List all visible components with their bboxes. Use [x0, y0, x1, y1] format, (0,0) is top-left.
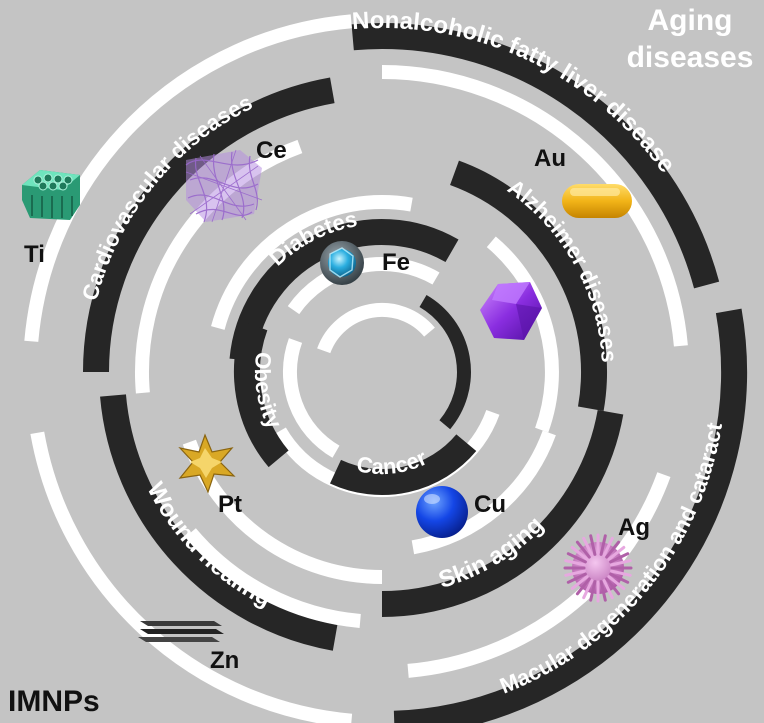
corner-title-diseases: diseases: [627, 41, 754, 74]
ring-segments: [24, 14, 748, 723]
pt-nanostar-icon: [178, 433, 236, 494]
ring-arc-nafld: [351, 23, 720, 289]
ring-arc-r4-white-b: [486, 236, 559, 433]
ag-flower-petal: [609, 552, 630, 564]
ring-arc-alzheimer: [449, 160, 608, 412]
ring-arc-outer-white-a: [24, 14, 352, 342]
zn-nanosheet-icon: [138, 621, 224, 642]
ring-arc-r4-white-a: [211, 195, 413, 330]
ring-arc-skin-aging: [381, 410, 624, 617]
ag-flower-petal: [610, 559, 632, 567]
ag-flower-petal: [566, 572, 587, 584]
ag-flower-petal: [599, 580, 607, 602]
ring-arc-r5-white-b: [185, 528, 361, 628]
ag-flower-petal: [589, 534, 597, 556]
ring-arc-wound: [100, 394, 338, 651]
pt-label: Pt: [218, 491, 242, 518]
ring-arc-r6-white-a: [381, 65, 688, 347]
imnps-label: IMNPs: [8, 685, 100, 718]
ag-label: Ag: [618, 514, 650, 541]
ag-flower-petal: [575, 540, 591, 559]
ag-flower-petal: [602, 579, 614, 600]
ag-flower-petal: [582, 579, 594, 600]
ag-flower-petal: [582, 536, 594, 557]
ring-arc-r4-white-d: [411, 430, 556, 555]
ce-nanostructure-icon: [185, 149, 263, 223]
ag-flower-petal: [564, 569, 586, 577]
ag-flower-petal: [602, 536, 614, 557]
zn-label: Zn: [210, 647, 239, 674]
ring-arc-r6-white-b: [407, 472, 671, 678]
ring-arc-inner-white-a: [317, 302, 435, 354]
ag-flower-petal: [564, 559, 586, 567]
ring-arc-r3-obesity: [233, 321, 289, 468]
ring-arc-cardio: [83, 77, 335, 373]
ti-label: Ti: [24, 241, 45, 268]
ring-arc-inner-dark-a: [419, 294, 471, 430]
ag-flower-petal: [570, 545, 589, 561]
ring-arc-inner-white-b: [282, 338, 340, 458]
ag-flower-petal: [605, 540, 621, 559]
ring-arc-r2-white-b: [287, 257, 440, 315]
ti-nanostructure-icon: [22, 170, 80, 220]
cu-label: Cu: [474, 491, 506, 518]
fe-core-shell-icon: [320, 241, 364, 285]
ag-flower-petal: [575, 577, 591, 596]
ag-flower-petal: [607, 575, 626, 591]
ag-flower-petal: [570, 575, 589, 591]
corner-title-aging: Aging: [648, 4, 733, 37]
ag-flower-petal: [610, 569, 632, 577]
ag-flower-petal: [607, 545, 626, 561]
ag-flower-petal: [589, 580, 597, 602]
ring-arc-macular: [393, 308, 748, 723]
ag-flower-petal: [599, 534, 607, 556]
cu-sphere-icon: [416, 486, 468, 538]
alzheimer-polyhedron-icon: [480, 282, 542, 340]
ce-label: Ce: [256, 137, 287, 164]
au-nanorod-icon: [562, 184, 632, 218]
fe-label: Fe: [382, 249, 410, 276]
ag-flower-petal: [609, 572, 630, 584]
ring-arc-r3-diabetes: [229, 219, 459, 362]
ag-flower-core: [572, 542, 624, 594]
au-label: Au: [534, 145, 566, 172]
ag-flower-petal: [605, 577, 621, 596]
ag-nanoflower-icon: [563, 533, 633, 603]
ag-flower-petal: [566, 552, 587, 564]
ring-arc-r5-white-a: [135, 139, 303, 394]
ring-arc-r3-cancer: [330, 434, 477, 495]
